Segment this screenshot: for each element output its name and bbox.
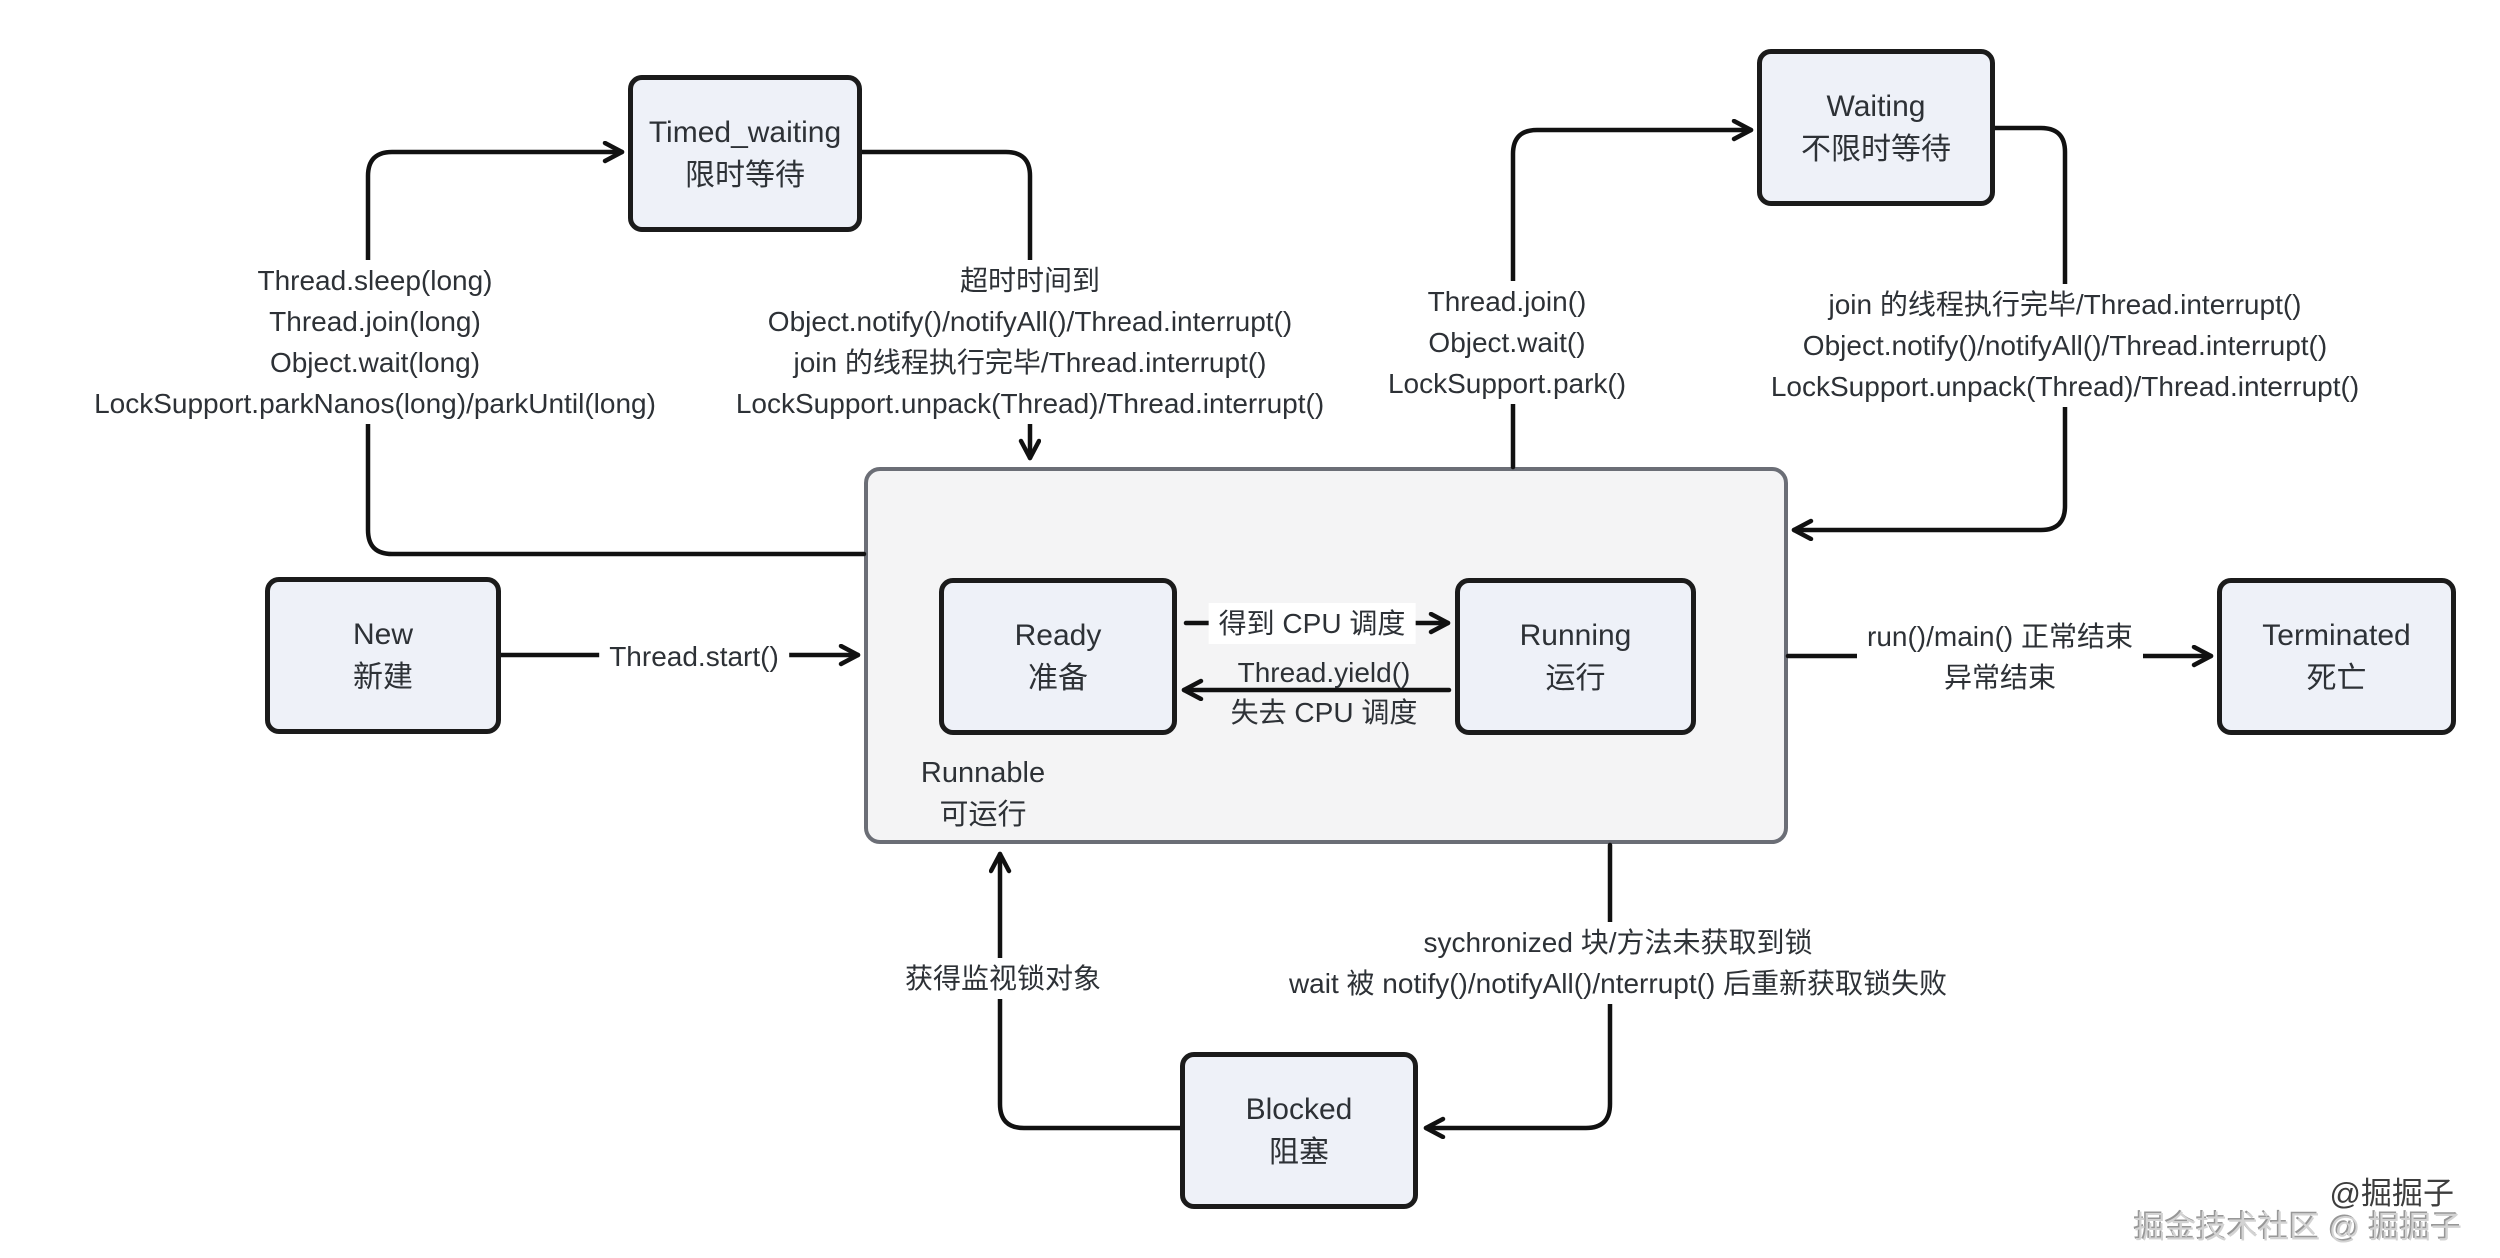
label-from-blocked: 获得监视锁对象 [894, 958, 1112, 999]
state-subtitle: 新建 [353, 660, 413, 694]
label-line: join 的线程执行完毕/Thread.interrupt() [1828, 289, 2302, 320]
state-terminated: Terminated 死亡 [2217, 578, 2456, 735]
state-subtitle: 准备 [1028, 661, 1088, 695]
state-timed-waiting: Timed_waiting 限时等待 [628, 75, 862, 232]
state-running: Running 运行 [1455, 578, 1696, 735]
state-runnable-title: Runnable [920, 757, 1046, 789]
label-to-waiting: Thread.join() Object.wait() LockSupport.… [1377, 281, 1637, 404]
state-title: Blocked [1245, 1092, 1353, 1126]
label-cpu-dispatch: 得到 CPU 调度 [1208, 603, 1416, 644]
label-line: Object.wait() [1428, 327, 1586, 358]
state-title: Terminated [2262, 618, 2411, 652]
state-title: New [352, 617, 413, 651]
label-line: LockSupport.unpack(Thread)/Thread.interr… [735, 388, 1325, 419]
state-subtitle: 限时等待 [685, 158, 805, 192]
state-title: Running [1519, 618, 1632, 652]
label-line: sychronized 块/方法未获取到锁 [1423, 927, 1813, 958]
state-title: Ready [1014, 618, 1102, 652]
state-blocked: Blocked 阻塞 [1180, 1052, 1418, 1209]
label-line: wait 被 notify()/notifyAll()/nterrupt() 后… [1288, 968, 1948, 999]
label-line: Thread.sleep(long) [257, 265, 493, 296]
state-new: New 新建 [265, 577, 501, 734]
edge-blocked-to-runnable [1000, 851, 1183, 1131]
edge-runnable-to-waiting [1510, 130, 1754, 470]
label-to-blocked: sychronized 块/方法未获取到锁 wait 被 notify()/no… [1278, 922, 1958, 1004]
label-line: Object.notify()/notifyAll()/Thread.inter… [767, 306, 1293, 337]
state-subtitle: 死亡 [2306, 661, 2367, 695]
state-title: Waiting [1826, 89, 1926, 123]
label-terminate: run()/main() 正常结束 异常结束 [1856, 616, 2144, 698]
watermark-author: @掘掘子 [2329, 1176, 2454, 1211]
state-runnable-subtitle: 可运行 [939, 799, 1027, 831]
state-runnable-label: Runnable 可运行 [897, 752, 1069, 836]
edge-running-to-blocked [1423, 842, 1613, 1128]
label-to-timed-waiting: Thread.sleep(long) Thread.join(long) Obj… [84, 260, 666, 424]
label-thread-start: Thread.start() [599, 636, 789, 677]
state-subtitle: 阻塞 [1269, 1135, 1329, 1169]
label-line: Thread.join(long) [269, 306, 481, 337]
label-from-timed-waiting: 超时时间到 Object.notify()/notifyAll()/Thread… [725, 260, 1335, 424]
label-from-waiting: join 的线程执行完毕/Thread.interrupt() Object.n… [1760, 284, 2370, 407]
label-yield: Thread.yield() 失去 CPU 调度 [1231, 653, 1418, 733]
state-title: Timed_waiting [648, 115, 842, 149]
state-subtitle: 不限时等待 [1801, 132, 1951, 166]
state-waiting: Waiting 不限时等待 [1757, 49, 1995, 206]
label-line: LockSupport.park() [1387, 368, 1627, 399]
label-line: Thread.join() [1427, 286, 1587, 317]
label-line: 失去 CPU 调度 [1230, 697, 1418, 728]
label-line: 超时时间到 [959, 265, 1101, 296]
label-line: run()/main() 正常结束 [1866, 621, 2134, 652]
label-line: Object.notify()/notifyAll()/Thread.inter… [1802, 330, 2328, 361]
label-line: Object.wait(long) [269, 347, 481, 378]
edge-timedwaiting-to-runnable [859, 149, 1030, 461]
state-ready: Ready 准备 [939, 578, 1177, 735]
state-subtitle: 运行 [1545, 661, 1606, 695]
label-line: Thread.yield() [1237, 657, 1411, 688]
label-line: LockSupport.parkNanos(long)/parkUntil(lo… [94, 388, 656, 419]
label-line: join 的线程执行完毕/Thread.interrupt() [793, 347, 1267, 378]
label-line: LockSupport.unpack(Thread)/Thread.interr… [1770, 371, 2360, 402]
watermark-community: 掘金技术社区 @ 掘掘子 [2134, 1210, 2462, 1245]
label-line: 异常结束 [1943, 662, 2057, 693]
